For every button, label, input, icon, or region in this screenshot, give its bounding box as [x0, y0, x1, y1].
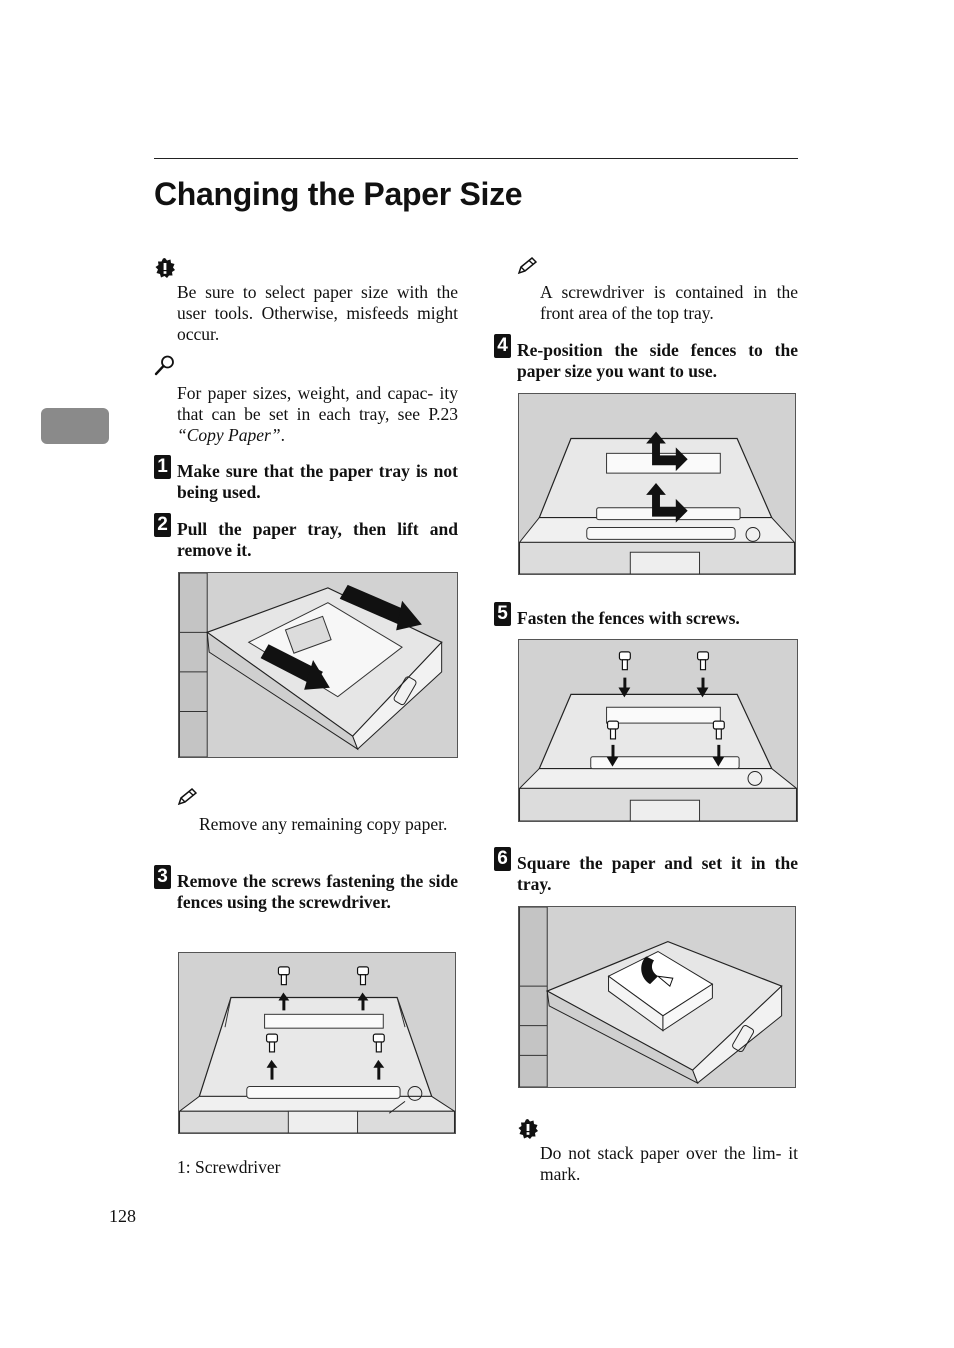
step-1-number: 1: [154, 455, 171, 479]
figure-reposition-fences: [518, 393, 796, 575]
step-4-text: Re-position the side fences to the paper…: [517, 340, 798, 381]
step-5-number: 5: [494, 602, 511, 626]
step-6-text: Square the paper and set it in the tray.: [517, 853, 798, 894]
figure-fasten-fences: [518, 639, 798, 822]
important-stack-limit: Do not stack paper over the lim- it mark…: [540, 1143, 798, 1184]
magnifier-icon: [154, 355, 174, 376]
page-title: Changing the Paper Size: [154, 176, 523, 212]
reference-note-text: For paper sizes, weight, and capac- ity …: [177, 383, 458, 424]
note-remove-paper: Remove any remaining copy paper.: [199, 814, 448, 834]
step-6-number: 6: [494, 847, 511, 871]
figure-remove-screws: [178, 952, 456, 1134]
header-rule: [154, 158, 798, 159]
step-2-number: 2: [154, 513, 171, 537]
figure-set-paper: [518, 906, 796, 1088]
step-1-text: Make sure that the paper tray is not bei…: [177, 461, 458, 502]
chapter-tab: [41, 408, 109, 444]
reference-link[interactable]: “Copy Paper”: [177, 425, 281, 445]
step-3-number: 3: [154, 865, 171, 889]
note-screwdriver-location: A screwdriver is contained in the front …: [540, 282, 798, 323]
note-pencil-icon: [177, 788, 197, 806]
note-pencil-icon: [517, 257, 537, 275]
step-3-text: Remove the screws fastening the side fen…: [177, 871, 458, 912]
important-icon: [155, 258, 175, 278]
caption-screwdriver: 1: Screwdriver: [177, 1157, 281, 1177]
reference-suffix: .: [280, 425, 285, 445]
important-note-text: Be sure to select paper size with the us…: [177, 282, 458, 344]
step-4-number: 4: [494, 334, 511, 358]
step-2-text: Pull the paper tray, then lift and remov…: [177, 519, 458, 560]
important-icon: [518, 1119, 538, 1139]
page-number: 128: [109, 1206, 136, 1226]
figure-pull-tray: [178, 572, 458, 758]
reference-note: For paper sizes, weight, and capac- ity …: [177, 383, 458, 446]
step-5-text: Fasten the fences with screws.: [517, 608, 740, 628]
